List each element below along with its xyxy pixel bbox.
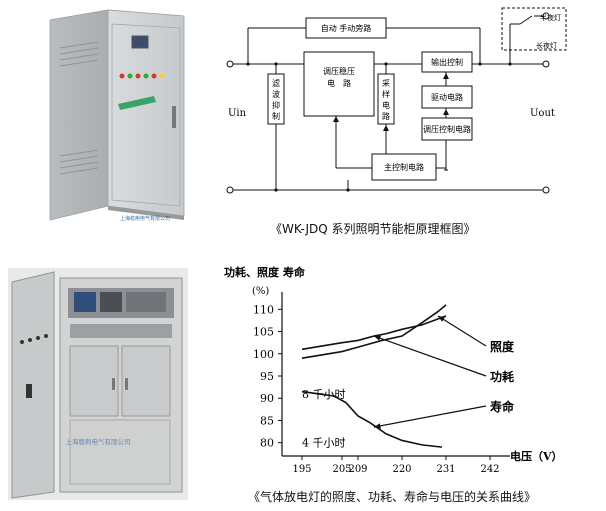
series-label: 功耗 [490, 369, 514, 384]
block-main-control: 主控制电路 [384, 162, 424, 172]
open-photo-watermark: 上海稳荆电气有限公司 [66, 437, 131, 446]
block-filter-char: 制 [272, 111, 280, 121]
block-auto-manual: 自动 手动旁路 [321, 23, 372, 33]
x-tick-label: 205 [332, 464, 351, 475]
lifetime-annotation: 4 千小时 [302, 437, 346, 450]
series-label: 照度 [490, 339, 515, 354]
block-output-control: 输出控制 [431, 57, 463, 67]
series-pointer [373, 405, 487, 428]
series-pointer [437, 315, 487, 347]
block-sampling-char: 样 [382, 89, 390, 99]
half-night-lamp-label: 半夜灯 [540, 13, 561, 22]
lifetime-annotation: 8 千小时 [302, 388, 346, 401]
series-pointer-head [374, 335, 381, 341]
block-diagram-caption: 《WK-JDQ 系列照明节能柜原理框图》 [270, 222, 476, 236]
y-tick-label: 85 [260, 414, 274, 427]
chart-y-unit: (%) [252, 286, 269, 297]
cabinet-brand: 上海稳荆电气有限公司 [120, 215, 170, 222]
series-line-0 [301, 304, 447, 360]
series-pointer-head [374, 423, 381, 429]
series-line-1 [301, 315, 447, 351]
block-drive: 驱动电路 [431, 92, 463, 102]
block-sampling-char: 路 [382, 111, 390, 121]
block-filter-char: 抑 [272, 100, 280, 110]
block-sampling-char: 采 [382, 78, 390, 88]
x-tick-label: 231 [436, 464, 455, 475]
y-tick-label: 80 [260, 437, 274, 450]
series-label: 寿命 [490, 399, 515, 414]
input-label: Uin [228, 108, 247, 119]
all-night-lamp-label: 长夜灯 [536, 41, 557, 50]
open-cabinet-photo: 上海稳荆电气有限公司 [8, 268, 188, 500]
x-tick-label: 209 [348, 464, 367, 475]
y-tick-label: 100 [253, 348, 274, 361]
chart-caption: 《气体放电灯的照度、功耗、寿命与电压的关系曲线》 [248, 490, 537, 504]
series-line-2 [301, 390, 443, 448]
block-regulator: 电 路 [327, 78, 351, 88]
chart-title: 功耗、照度 寿命 [224, 265, 306, 279]
y-tick-label: 90 [260, 392, 274, 405]
block-voltage-control: 调压控制电路 [423, 124, 471, 134]
chart-x-label: 电压（V） [510, 449, 563, 463]
block-filter-char: 滤 [272, 78, 280, 88]
cabinet-photo: 上海稳荆电气有限公司 [44, 6, 186, 232]
x-tick-label: 220 [392, 464, 411, 475]
output-label: Uout [530, 108, 555, 119]
series-pointer [373, 335, 487, 377]
block-sampling-char: 电 [382, 100, 390, 110]
y-tick-label: 105 [253, 326, 274, 339]
block-regulator: 调压稳压 [323, 66, 355, 76]
x-tick-label: 242 [480, 464, 499, 475]
block-diagram: 自动 手动旁路 滤 波 抑 制 调压稳压 电 路 采 样 电 路 输出控制 驱动… [218, 4, 600, 212]
series-pointer-head [438, 316, 445, 322]
y-tick-label: 110 [253, 303, 274, 316]
y-tick-label: 95 [260, 370, 274, 383]
block-filter-char: 波 [272, 89, 280, 99]
x-tick-label: 195 [292, 464, 311, 475]
